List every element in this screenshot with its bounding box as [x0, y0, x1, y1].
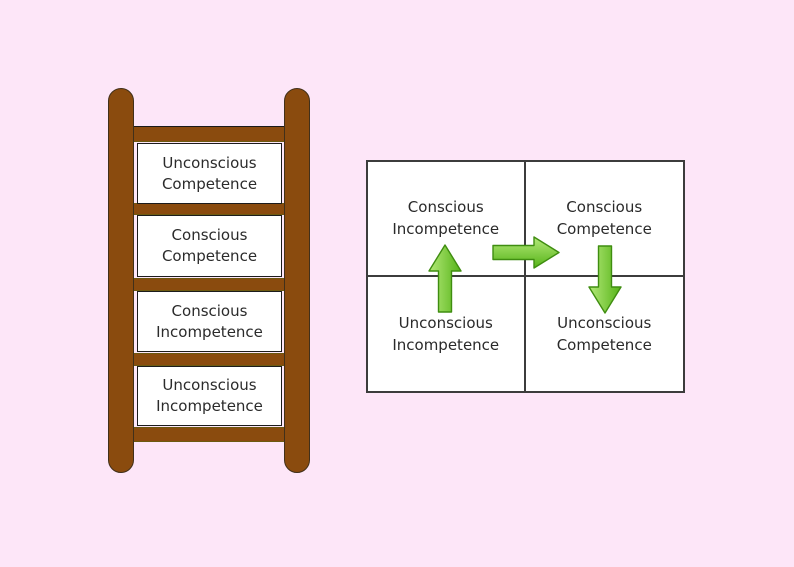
- ladder-step: Conscious Competence: [137, 215, 282, 277]
- ladder-rung: [122, 203, 296, 215]
- ladder-rung: [122, 427, 296, 442]
- ladder-step-label: Unconscious Incompetence: [156, 376, 263, 415]
- ladder-step-label: Unconscious Competence: [161, 153, 258, 193]
- ladder-step-label: Conscious Competence: [161, 226, 258, 265]
- ladder-rung: [122, 126, 296, 142]
- matrix-cell-bottom-right: Unconscious Competence: [525, 276, 683, 391]
- ladder-right-rail: [284, 88, 310, 473]
- ladder-rung: [122, 353, 296, 366]
- right-arrow-icon: [492, 236, 560, 269]
- ladder-rung: [122, 278, 296, 291]
- ladder-step: Unconscious Competence: [137, 143, 282, 204]
- ladder-step-label: Conscious Incompetence: [156, 301, 263, 341]
- ladder-step: Unconscious Incompetence: [137, 366, 282, 426]
- matrix-cell-label: Conscious Competence: [556, 198, 652, 239]
- matrix-cell-label: Conscious Incompetence: [392, 198, 500, 239]
- competence-matrix: Conscious Incompetence Conscious Compete…: [366, 160, 685, 393]
- matrix-cell-label: Unconscious Incompetence: [392, 313, 500, 354]
- up-arrow-icon: [428, 244, 462, 313]
- matrix-cell-label: Unconscious Competence: [556, 313, 652, 354]
- ladder-left-rail: [108, 88, 134, 473]
- ladder-step: Conscious Incompetence: [137, 291, 282, 352]
- down-arrow-icon: [588, 245, 622, 314]
